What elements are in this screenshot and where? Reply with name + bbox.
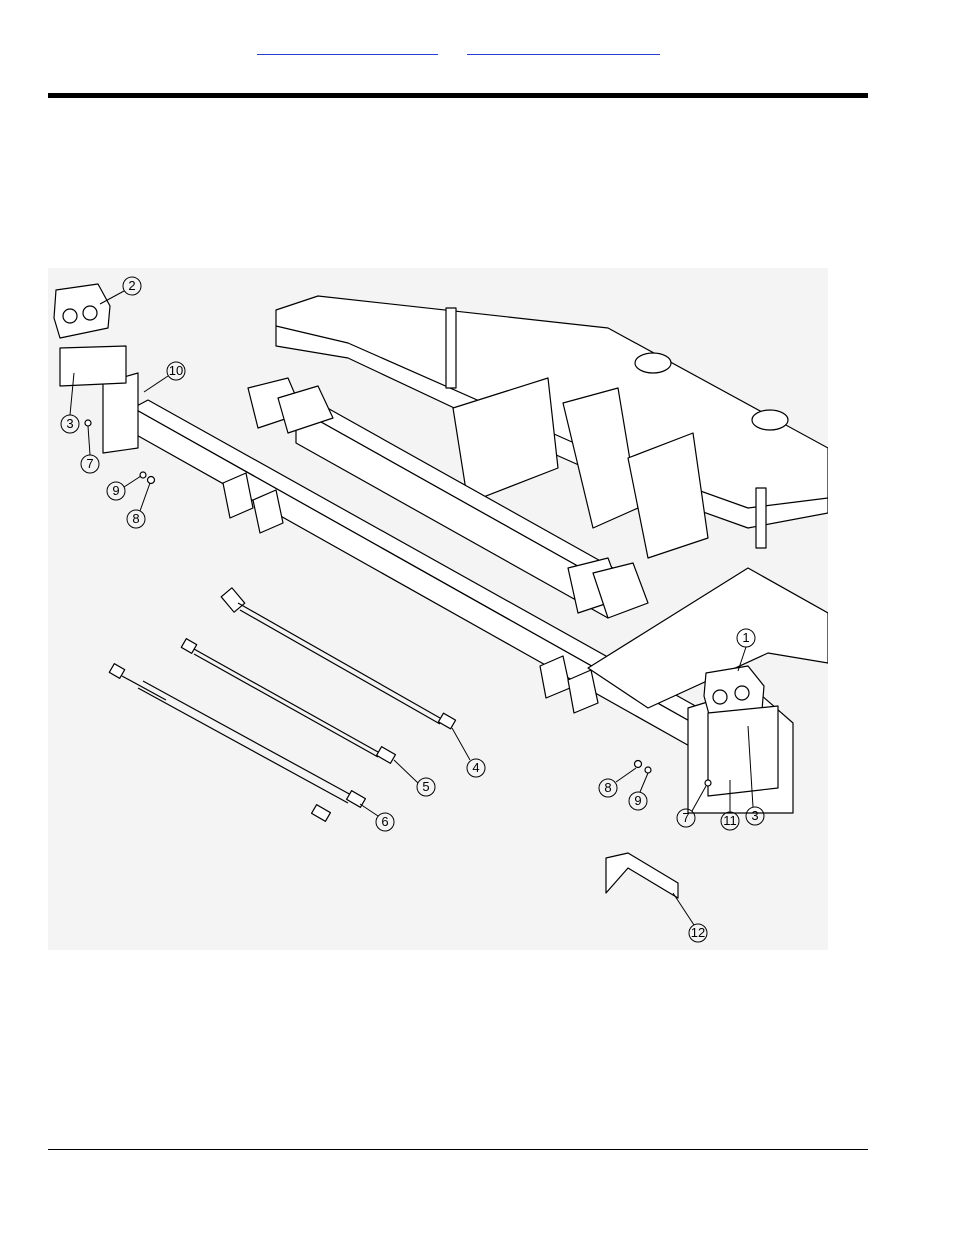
- footer-rule: [48, 1149, 868, 1150]
- callout-3-right: 3: [751, 808, 758, 823]
- header-link-1[interactable]: [257, 40, 438, 55]
- header-link-2[interactable]: [467, 40, 660, 55]
- callout-5: 5: [422, 779, 429, 794]
- parts-diagram: 2 10 3 7 9 8 1 4 5 6 8 9 7 11 3 12: [48, 268, 828, 950]
- callout-8: 8: [132, 511, 139, 526]
- callout-1: 1: [742, 630, 749, 645]
- callout-12: 12: [691, 925, 705, 940]
- callout-7-right: 7: [682, 810, 689, 825]
- callout-6: 6: [381, 814, 388, 829]
- callout-9-right: 9: [634, 793, 641, 808]
- callout-10: 10: [169, 363, 183, 378]
- callout-2: 2: [128, 278, 135, 293]
- header-rule: [48, 93, 868, 98]
- callout-9: 9: [112, 483, 119, 498]
- callout-8-right: 8: [604, 780, 611, 795]
- callout-4: 4: [472, 760, 479, 775]
- callout-11: 11: [723, 813, 737, 828]
- callout-3: 3: [66, 416, 73, 431]
- callout-7: 7: [86, 456, 93, 471]
